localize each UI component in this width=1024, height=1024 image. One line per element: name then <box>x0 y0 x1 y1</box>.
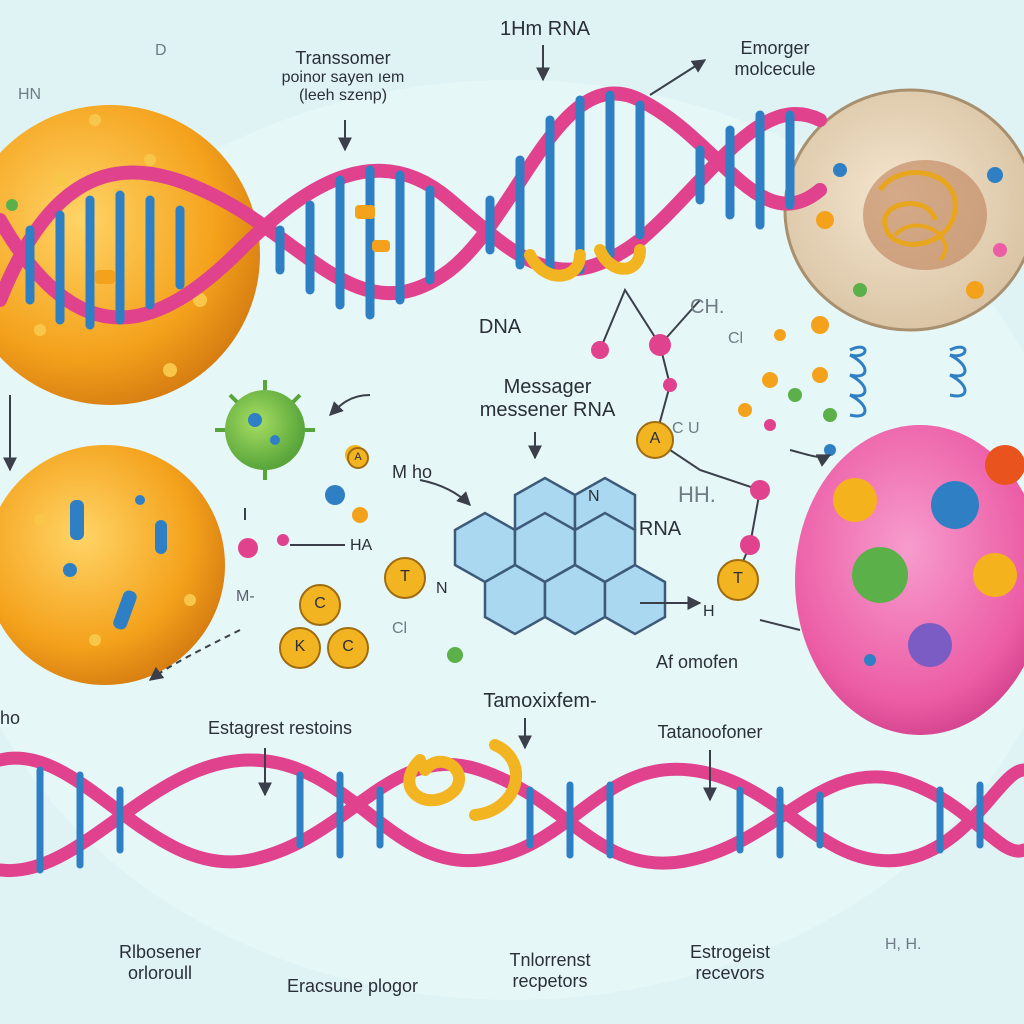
pink-cell <box>795 425 1024 735</box>
label-mho: M ho <box>392 462 433 482</box>
label-m-dash: M- <box>236 588 255 605</box>
label-messager-rna: Messager messener RNA <box>460 376 635 422</box>
tnlorrenst-line2: recpetors <box>512 970 588 991</box>
label-af-omofen: Af omofen <box>655 652 739 672</box>
transsomer-line2: poinor sayen ıem <box>281 68 405 86</box>
nucleotide-t-left: T <box>400 568 410 585</box>
label-cl-small: Cl <box>392 620 408 637</box>
nucleotide-t-right: T <box>733 570 743 587</box>
small-coils <box>849 345 967 418</box>
messager-line2: messener RNA <box>479 399 616 421</box>
ribosener-line2: orloroull <box>127 962 193 983</box>
label-h-right: H <box>703 603 715 620</box>
label-c-u: C U <box>672 420 700 437</box>
label-tatanoofoner: Tatanoofoner <box>657 722 763 742</box>
label-hn: HN <box>18 86 42 103</box>
hexagon-lattice <box>453 476 667 636</box>
label-emorger-molecule: Emorger molcecule <box>715 38 835 79</box>
label-hh: HH. <box>678 482 716 507</box>
nucleotide-a: A <box>649 430 661 447</box>
emorger-line2: molcecule <box>734 58 816 79</box>
label-transsomer: Transsomer poinor sayen ıem (leeh szenp) <box>258 48 428 105</box>
label-ha: HA <box>350 537 373 554</box>
beige-cell <box>783 88 1024 332</box>
label-cl: Cl <box>728 330 744 347</box>
transsomer-line3: (leeh szenp) <box>298 87 388 105</box>
label-tamoxifem: Tamoxixfem- <box>483 690 597 712</box>
molecule-atoms <box>238 316 837 663</box>
label-rna: RNA <box>638 518 682 540</box>
tnlorrenst-line1: Tnlorrenst <box>509 950 591 970</box>
tamoxifen-hook <box>403 244 646 821</box>
nucleotide-c1: C <box>314 595 326 612</box>
label-hm-rna: 1Hm RNA <box>499 18 590 40</box>
dna-helix-top <box>0 86 827 330</box>
label-ho: ho <box>0 708 21 728</box>
green-particle <box>215 380 315 480</box>
dna-helix-bottom <box>0 751 1024 878</box>
orange-cell-bottom <box>0 445 225 685</box>
label-n-top: N <box>588 488 600 505</box>
label-h-bottom: H, H. <box>885 936 922 953</box>
label-n-left: N <box>436 580 448 597</box>
arrows <box>3 45 832 802</box>
estrogeist-line2: recevors <box>695 962 765 983</box>
nucleotide-k: K <box>294 638 306 655</box>
ribosener-line1: Rlbosener <box>118 942 202 962</box>
label-estrogeist-recevors: Estrogeist recevors <box>670 942 790 983</box>
label-estagrest-restoins: Estagrest restoins <box>207 718 353 738</box>
nucleotide-c2: C <box>342 638 354 655</box>
estrogeist-line1: Estrogeist <box>689 942 771 962</box>
label-eracsune-plogor: Eracsune plogor <box>286 976 419 996</box>
label-tnlorrenst-recpetors: Tnlorrenst recpetors <box>485 950 615 991</box>
nucleotide-discs <box>279 421 759 669</box>
label-dna: DNA <box>478 316 522 338</box>
label-ribosener: Rlbosener orloroull <box>100 942 220 983</box>
emorger-line1: Emorger <box>740 38 810 58</box>
label-ch: CH. <box>690 296 725 318</box>
label-d-top: D <box>155 42 167 59</box>
transsomer-line1: Transsomer <box>295 48 391 68</box>
nucleotide-small-a: A <box>354 451 362 463</box>
messager-line1: Messager <box>503 376 592 398</box>
